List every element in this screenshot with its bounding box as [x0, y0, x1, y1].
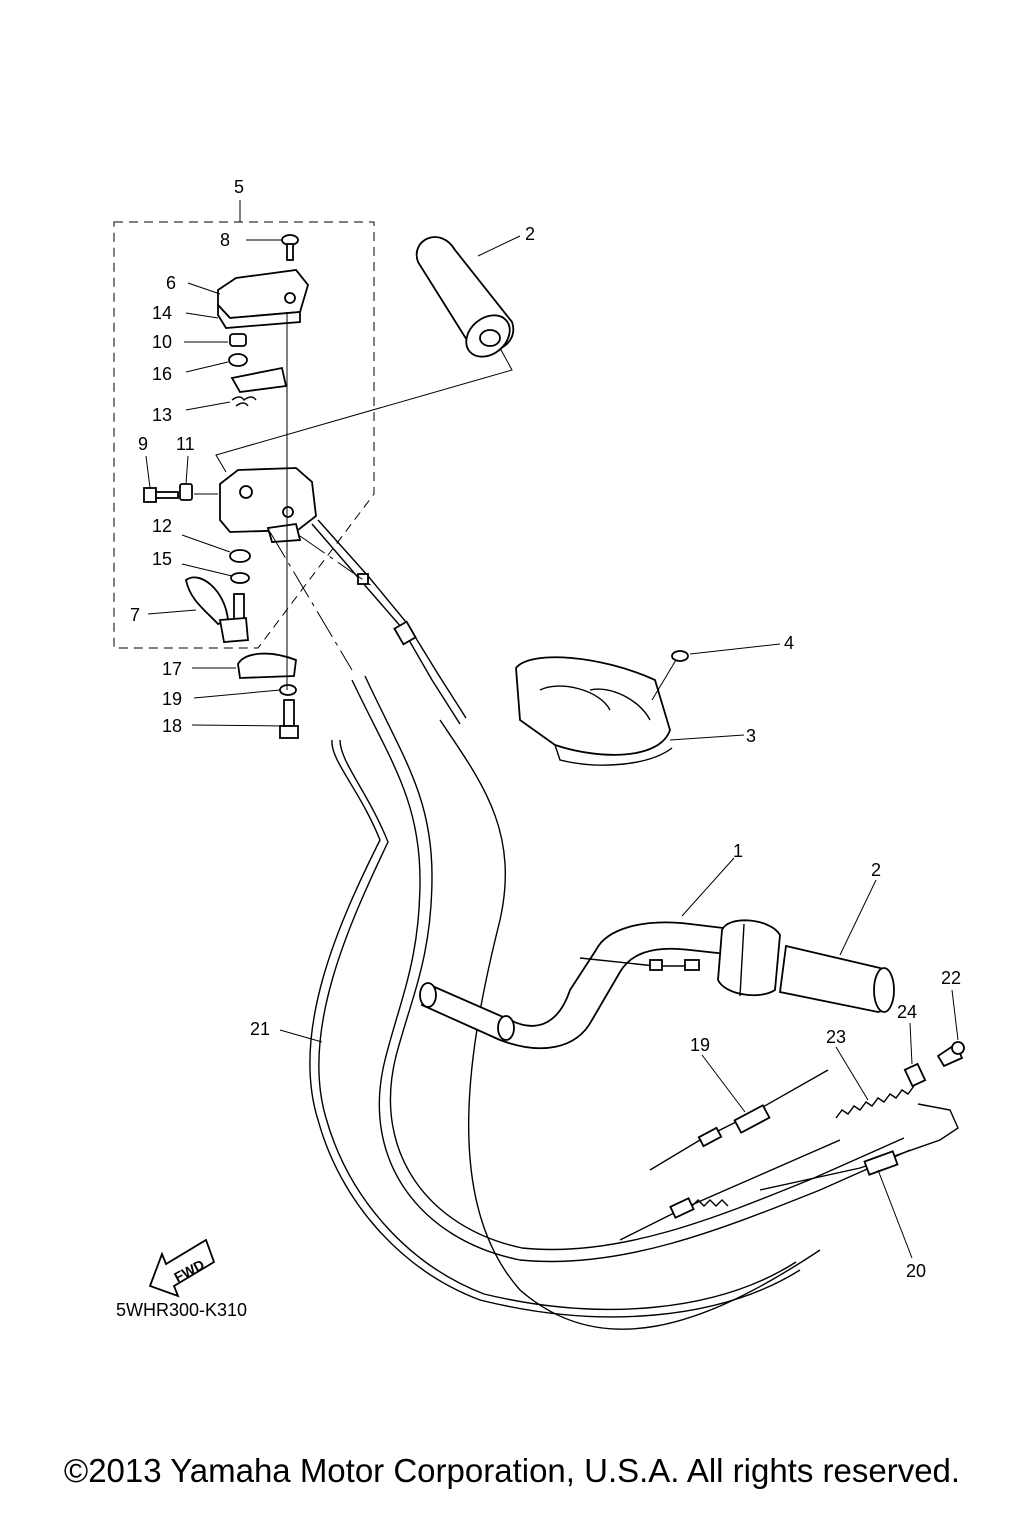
lever-7 — [185, 576, 249, 643]
grip-upper — [415, 236, 515, 358]
callout-1: 1 — [733, 841, 743, 861]
callout-9: 9 — [138, 434, 148, 454]
callout-20: 19 — [690, 1035, 710, 1055]
callout-5: 5 — [234, 177, 244, 197]
assembly-box-5 — [113, 221, 375, 649]
plate-16 — [230, 366, 288, 393]
callout-22: 21 — [250, 1019, 270, 1039]
grip-lower — [778, 944, 895, 1013]
callout-11: 11 — [176, 434, 195, 454]
callout-18: 18 — [162, 716, 182, 736]
callout-14: 14 — [152, 303, 172, 323]
collar-10 — [229, 333, 247, 347]
callout-3: 3 — [746, 726, 756, 746]
bolt-18 — [279, 699, 299, 739]
callout-19: 19 — [162, 689, 182, 709]
spring-24 — [835, 1085, 915, 1119]
cable-20 — [649, 1069, 829, 1171]
spring-13 — [231, 396, 257, 407]
washer-16 — [228, 353, 248, 367]
callout-2-upper: 2 — [525, 224, 535, 244]
nut-11 — [179, 483, 193, 501]
cap-4 — [671, 650, 689, 662]
lever-housing — [219, 467, 317, 543]
lever-cover — [217, 269, 309, 329]
washer-19 — [279, 684, 297, 696]
callout-13: 13 — [152, 405, 172, 425]
callout-25: 24 — [897, 1002, 917, 1022]
callout-leaders — [145, 235, 959, 1259]
joint-25 — [903, 1062, 927, 1088]
callout-4: 4 — [784, 633, 794, 653]
copyright-notice: ©2013 Yamaha Motor Corporation, U.S.A. A… — [63, 1452, 961, 1489]
cable-22 — [309, 739, 801, 1318]
callout-17: 17 — [162, 659, 182, 679]
throttle-housing-3 — [515, 656, 673, 766]
callout-23: 22 — [941, 968, 961, 988]
drawing-code: 5WHR300-K310 — [116, 1300, 247, 1320]
callout-12: 12 — [152, 516, 172, 536]
callout-8: 8 — [220, 230, 230, 250]
washer-12 — [229, 549, 251, 563]
callout-16: 16 — [152, 364, 172, 384]
callout-6: 6 — [166, 273, 176, 293]
callout-15: 15 — [152, 549, 172, 569]
callout-21: 20 — [906, 1261, 926, 1281]
bracket-17 — [237, 652, 297, 679]
cable-21 — [619, 1103, 959, 1241]
callout-labels: 5 8 6 14 10 16 13 9 11 12 15 7 17 19 18 … — [116, 177, 961, 1320]
callout-24: 23 — [826, 1027, 846, 1047]
callout-2-lower: 2 — [871, 860, 881, 880]
handlebar-1 — [419, 921, 742, 1050]
callout-10: 10 — [152, 332, 172, 352]
screw-8 — [281, 234, 299, 261]
fwd-arrow-icon: FWD — [148, 1238, 216, 1298]
adjuster-23 — [936, 1041, 965, 1068]
washer-15 — [230, 572, 250, 584]
callout-7: 7 — [130, 605, 140, 625]
screw-9 — [143, 487, 179, 503]
